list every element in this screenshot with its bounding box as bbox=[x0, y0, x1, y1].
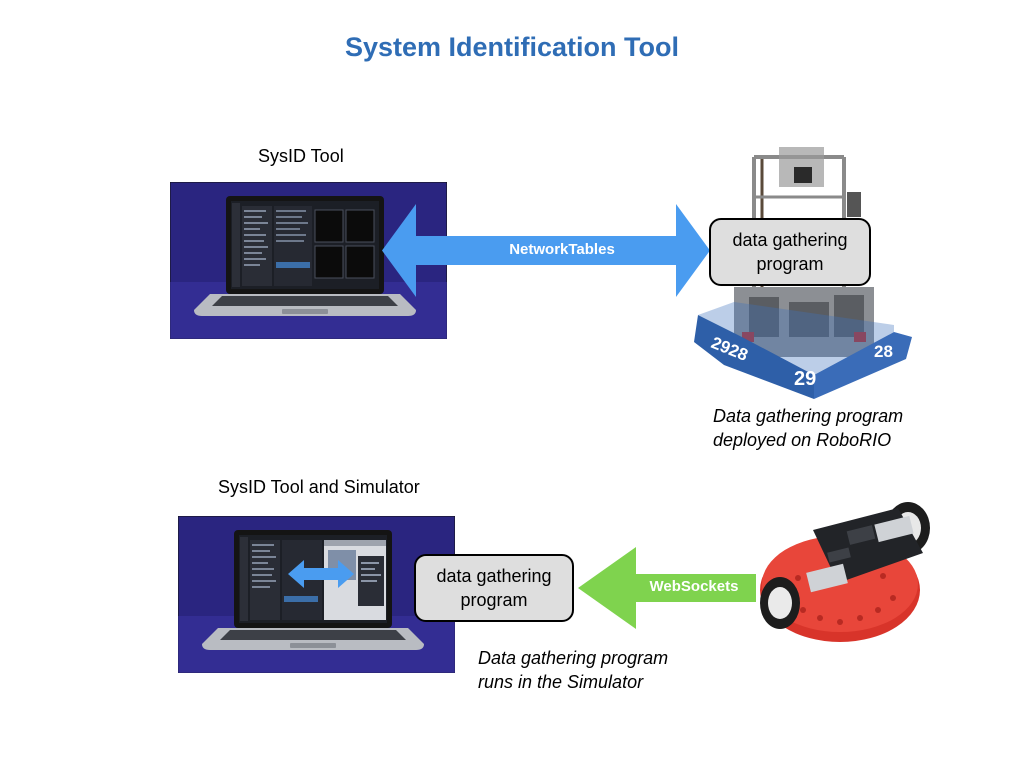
sysid-tool-label: SysID Tool bbox=[258, 146, 344, 166]
laptop-image-simulator bbox=[178, 516, 455, 673]
websockets-arrow bbox=[578, 547, 756, 629]
roborio-caption: Data gathering program deployed on RoboR… bbox=[713, 404, 903, 452]
simulator-caption: Data gathering program runs in the Simul… bbox=[478, 646, 668, 694]
robot-number-28: 28 bbox=[874, 342, 893, 361]
romi-robot-image bbox=[760, 502, 930, 642]
box-line-1: data gathering bbox=[732, 230, 848, 250]
caption-line-1: Data gathering program bbox=[713, 406, 904, 426]
robot-number-29: 29 bbox=[794, 368, 816, 390]
page-title: System Identification Tool bbox=[344, 32, 680, 62]
caption-line-2: deployed on RoboRIO bbox=[713, 430, 892, 450]
caption-line-1: Data gathering program bbox=[478, 648, 669, 668]
data-gathering-program-box-simulator: data gathering program bbox=[414, 554, 574, 622]
box-line-1: data gathering bbox=[436, 566, 552, 586]
screen-double-arrow bbox=[288, 560, 354, 588]
networktables-label: NetworkTables bbox=[509, 241, 615, 258]
box-line-2: program bbox=[756, 254, 824, 274]
sysid-simulator-label: SysID Tool and Simulator bbox=[218, 477, 420, 497]
websockets-label: WebSockets bbox=[649, 578, 739, 595]
caption-line-2: runs in the Simulator bbox=[478, 672, 644, 692]
box-line-2: program bbox=[460, 590, 528, 610]
data-gathering-program-box-robot: data gathering program bbox=[709, 218, 871, 286]
networktables-arrow bbox=[382, 204, 710, 297]
laptop-image-sysid bbox=[170, 182, 447, 339]
